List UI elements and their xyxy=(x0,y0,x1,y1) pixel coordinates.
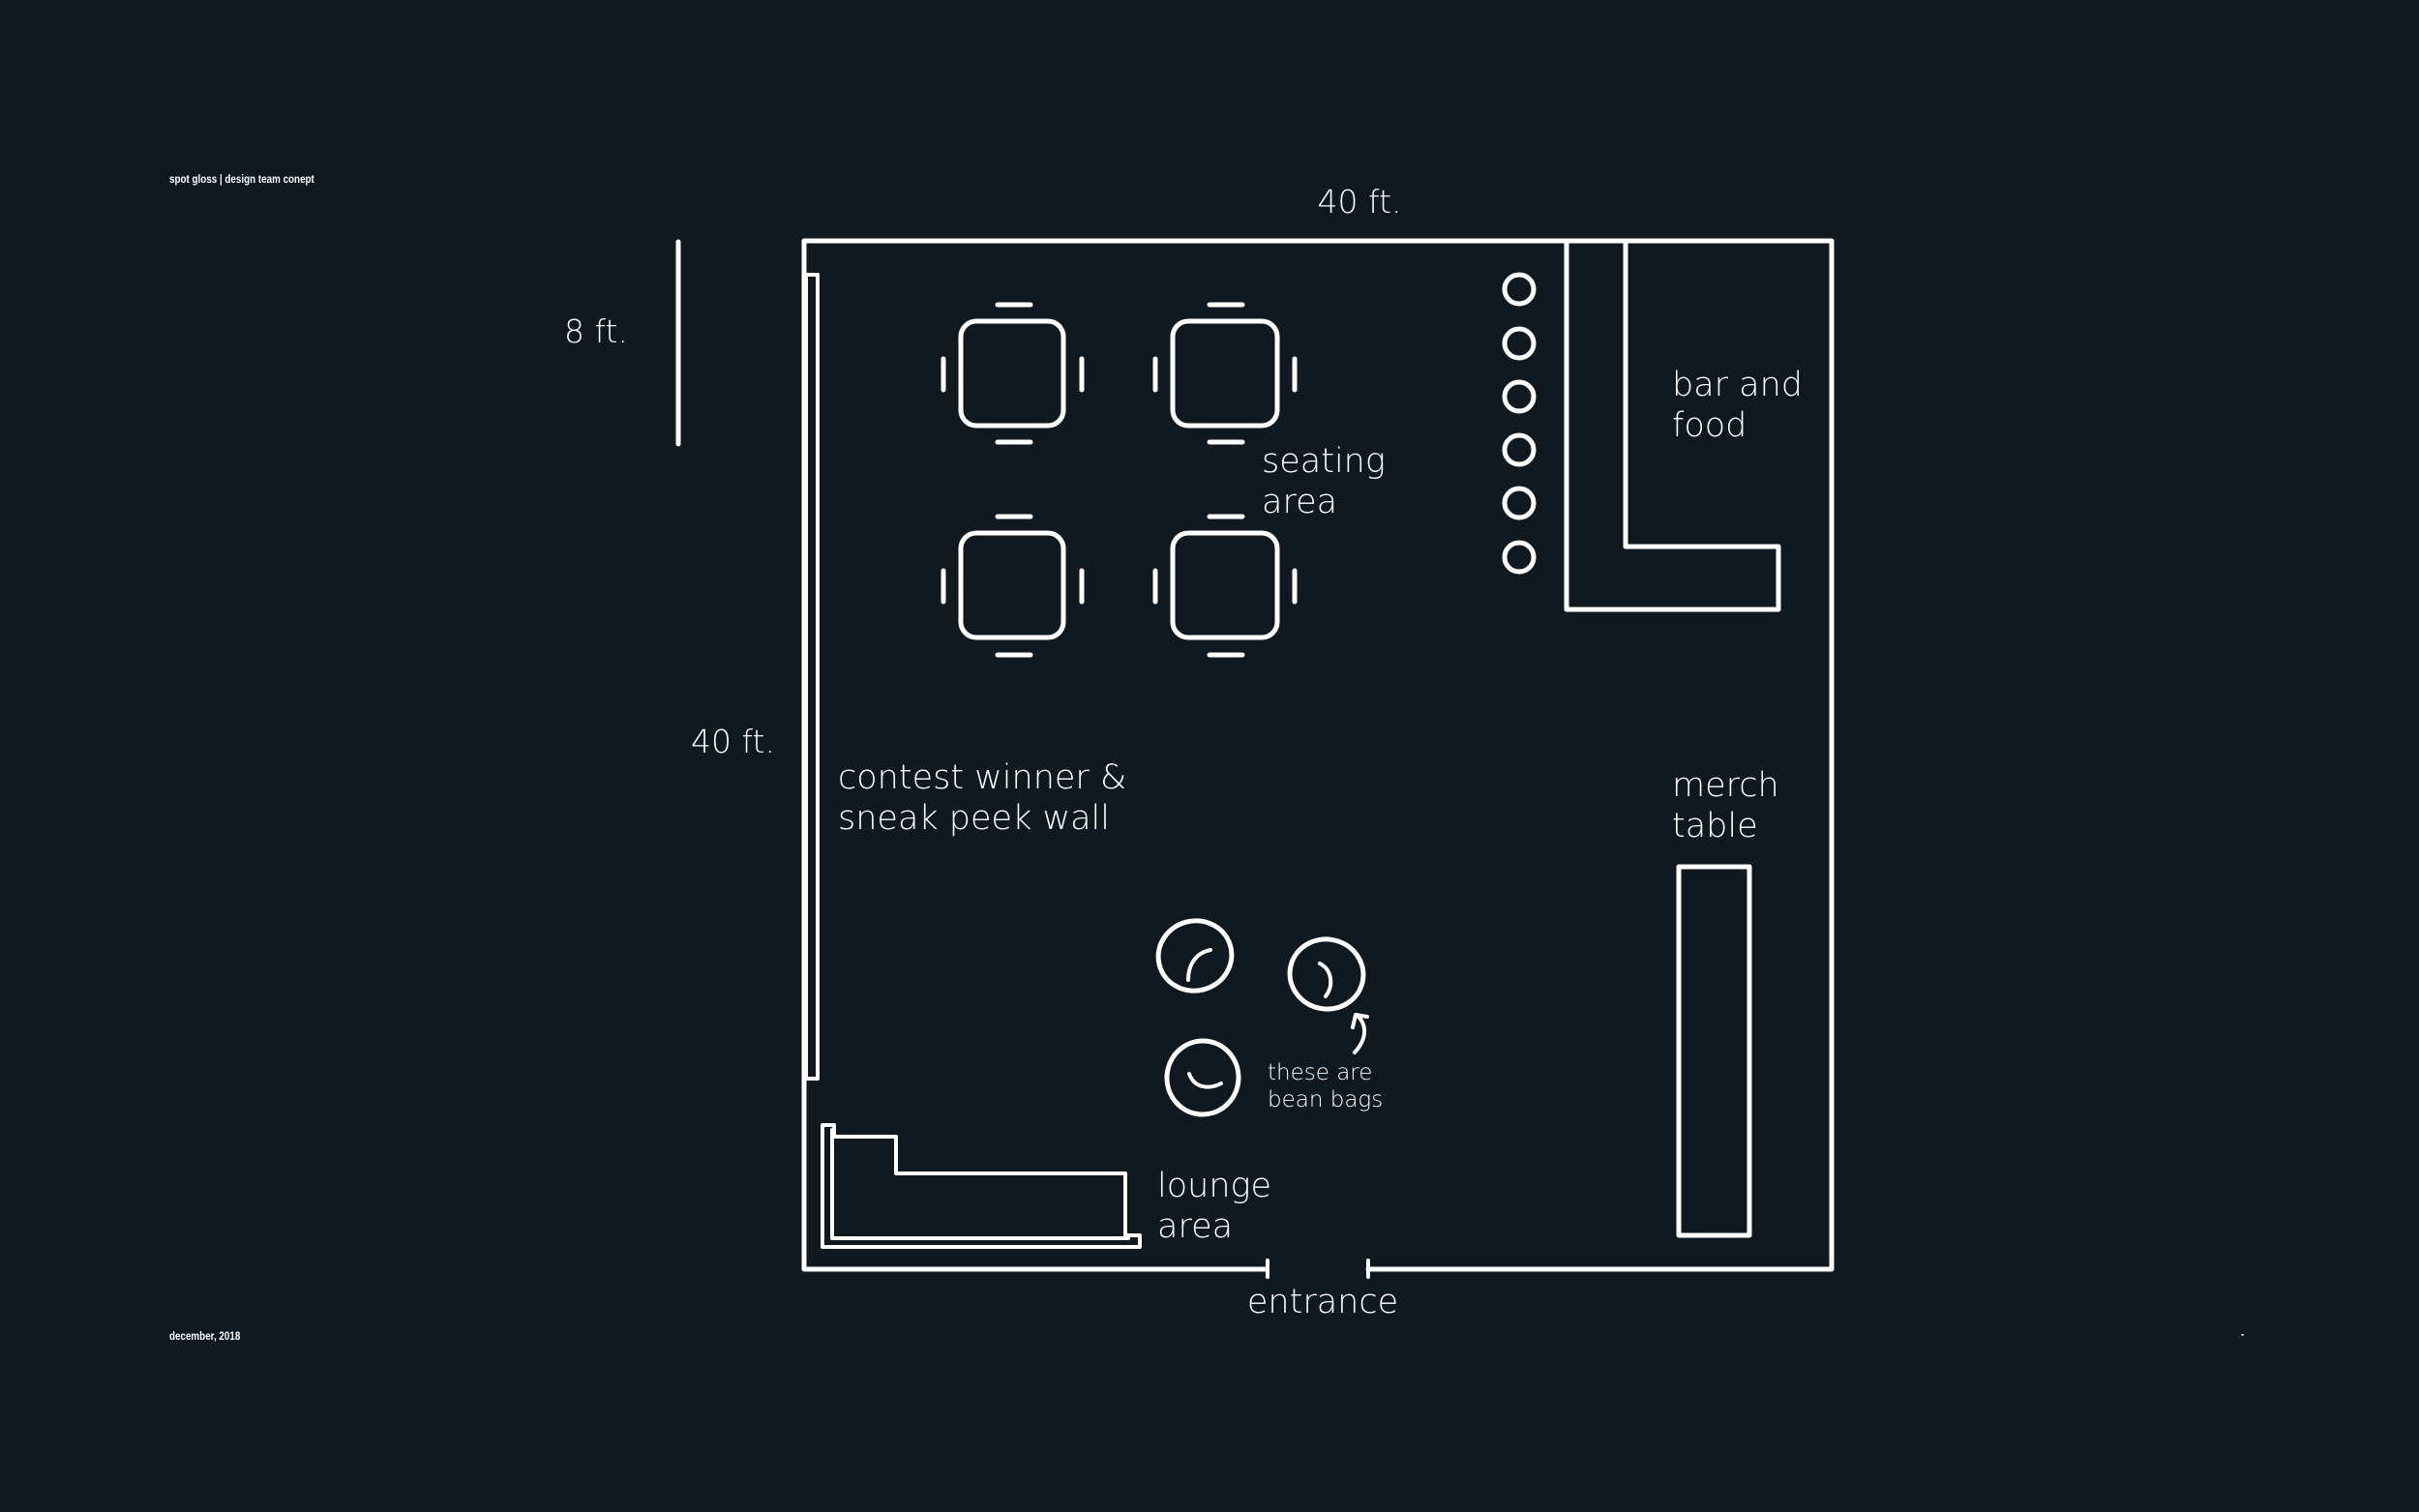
seating-area-label-line2: area xyxy=(1262,483,1337,521)
bean-bag-outline xyxy=(1164,1038,1241,1117)
bean-bag-outline xyxy=(1287,936,1366,1012)
scale-bar-label: 8 ft. xyxy=(564,312,628,350)
lounge-sofa xyxy=(821,1123,1142,1249)
annotation-arrow xyxy=(1353,1013,1366,1054)
lounge-area-label-line2: area xyxy=(1157,1207,1233,1246)
bar-stool xyxy=(1502,540,1537,575)
entrance-label: entrance xyxy=(1247,1283,1398,1321)
bar-stool xyxy=(1502,272,1537,307)
bar-and-food-label-line1: bar and xyxy=(1672,366,1803,404)
page-marker: - xyxy=(2241,1327,2245,1341)
dining-table xyxy=(958,318,1066,429)
sofa-outline xyxy=(821,1123,1142,1249)
bar-stool xyxy=(1502,486,1537,520)
bar-and-food-label-line2: food xyxy=(1672,406,1747,445)
project-title: spot gloss | design team conept xyxy=(169,172,314,186)
bean-bag-dent xyxy=(1186,948,1212,982)
bean-bag xyxy=(1287,936,1366,1012)
sofa-inner-outline xyxy=(830,1128,1130,1240)
bar-stool xyxy=(1502,379,1537,414)
bar-stool xyxy=(1502,326,1537,361)
dining-table-set xyxy=(1152,514,1298,658)
bean-bag-outline xyxy=(1155,918,1235,993)
merch-table xyxy=(1676,864,1752,1238)
annotation-arrow-head xyxy=(1351,1013,1369,1029)
bean-bag xyxy=(1164,1038,1241,1117)
bean-bag-dent xyxy=(1318,962,1333,998)
contest-wall-label-line1: contest winner & xyxy=(838,758,1126,797)
dining-table xyxy=(1170,530,1280,640)
bean-bag-note-line1: these are xyxy=(1268,1060,1372,1085)
contest-winner-wall xyxy=(804,273,820,1081)
merch-table-label-line2: table xyxy=(1672,807,1758,845)
merch-table-label-line1: merch xyxy=(1672,766,1779,805)
dining-table xyxy=(958,530,1066,640)
contest-wall-label-line2: sneak peek wall xyxy=(838,799,1110,838)
room-outline xyxy=(801,238,1835,1272)
bar-counter xyxy=(1564,238,1781,612)
seating-area-label-line1: seating xyxy=(1262,442,1386,481)
lounge-area-label-line1: lounge xyxy=(1157,1167,1271,1205)
depth-dimension-label: 40 ft. xyxy=(691,723,775,760)
dining-table-set xyxy=(1152,302,1298,445)
width-dimension-label: 40 ft. xyxy=(1318,183,1402,221)
dining-table-set xyxy=(941,302,1085,445)
date-label: december, 2018 xyxy=(169,1329,241,1343)
bean-bag-note-line2: bean bags xyxy=(1268,1087,1383,1112)
bar-stool xyxy=(1502,432,1537,467)
bean-bag-dent xyxy=(1187,1072,1223,1089)
dining-table-set xyxy=(941,514,1085,658)
dining-table xyxy=(1170,318,1280,429)
bean-bag xyxy=(1155,918,1235,993)
